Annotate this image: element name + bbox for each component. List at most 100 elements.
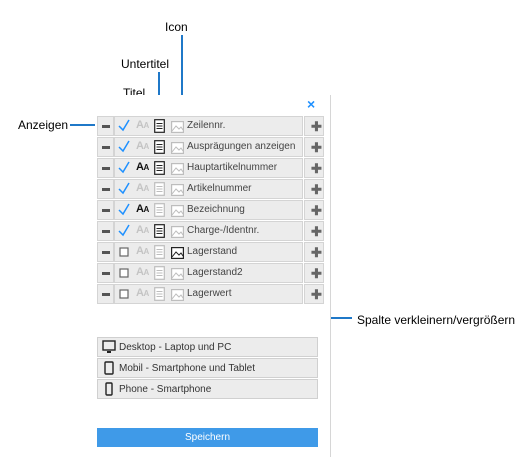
checkbox-icon[interactable] — [118, 244, 130, 258]
plus-icon: ✚ — [311, 203, 322, 218]
column-row: AA Bezeichnung ✚ — [97, 200, 324, 220]
shrink-column-button[interactable] — [97, 263, 114, 283]
column-settings: AA Bezeichnung — [114, 200, 303, 220]
callout-line-untertitel — [158, 72, 160, 117]
callout-line-icon — [181, 35, 183, 117]
check-icon[interactable] — [118, 118, 130, 132]
shrink-column-button[interactable] — [97, 242, 114, 262]
callout-icon: Icon — [165, 20, 188, 34]
checkbox-icon[interactable] — [118, 265, 130, 279]
callout-spalte: Spalte verkleinern/vergrößern — [357, 313, 516, 327]
plus-icon: ✚ — [311, 161, 322, 176]
device-mobile-button[interactable]: Mobil - Smartphone und Tablet — [97, 358, 318, 378]
shrink-column-button[interactable] — [97, 221, 114, 241]
icon-toggle-icon[interactable] — [171, 183, 185, 197]
check-icon[interactable] — [118, 202, 130, 216]
plus-icon: ✚ — [311, 287, 322, 302]
plus-icon: ✚ — [311, 245, 322, 260]
check-icon[interactable] — [118, 160, 130, 174]
expand-column-button[interactable]: ✚ — [304, 284, 324, 304]
column-settings: AA Lagerstand2 — [114, 263, 303, 283]
subtitle-toggle-icon[interactable] — [154, 161, 165, 175]
expand-column-button[interactable]: ✚ — [304, 179, 324, 199]
column-label: Artikelnummer — [187, 183, 252, 194]
column-label: Lagerwert — [187, 288, 232, 299]
callout-untertitel: Untertitel — [121, 57, 170, 71]
subtitle-toggle-icon[interactable] — [154, 203, 165, 217]
title-toggle-icon[interactable]: AA — [136, 182, 149, 194]
expand-column-button[interactable]: ✚ — [304, 158, 324, 178]
shrink-column-button[interactable] — [97, 137, 114, 157]
subtitle-toggle-icon[interactable] — [154, 182, 165, 196]
shrink-column-button[interactable] — [97, 200, 114, 220]
tablet-icon — [104, 361, 114, 375]
column-label: Lagerstand2 — [187, 267, 243, 278]
expand-column-button[interactable]: ✚ — [304, 242, 324, 262]
column-row: AA Charge-/Identnr. ✚ — [97, 221, 324, 241]
plus-icon: ✚ — [311, 140, 322, 155]
shrink-column-button[interactable] — [97, 116, 114, 136]
shrink-column-button[interactable] — [97, 284, 114, 304]
expand-column-button[interactable]: ✚ — [304, 116, 324, 136]
subtitle-toggle-icon[interactable] — [154, 119, 165, 133]
expand-column-button[interactable]: ✚ — [304, 263, 324, 283]
column-row: AA Lagerstand ✚ — [97, 242, 324, 262]
device-mobile-label: Mobil - Smartphone und Tablet — [119, 363, 256, 374]
column-row: AA Artikelnummer ✚ — [97, 179, 324, 199]
title-toggle-icon[interactable]: AA — [136, 245, 149, 257]
column-settings: AA Hauptartikelnummer — [114, 158, 303, 178]
column-row: AA Lagerstand2 ✚ — [97, 263, 324, 283]
check-icon[interactable] — [118, 223, 130, 237]
column-label: Lagerstand — [187, 246, 238, 257]
column-row: AA Hauptartikelnummer ✚ — [97, 158, 324, 178]
title-toggle-icon[interactable]: AA — [136, 224, 149, 236]
subtitle-toggle-icon[interactable] — [154, 266, 165, 280]
checkbox-icon[interactable] — [118, 286, 130, 300]
plus-icon: ✚ — [311, 224, 322, 239]
icon-toggle-icon[interactable] — [171, 267, 185, 281]
column-settings: AA Artikelnummer — [114, 179, 303, 199]
check-icon[interactable] — [118, 181, 130, 195]
subtitle-toggle-icon[interactable] — [154, 224, 165, 238]
callout-anzeigen: Anzeigen — [18, 118, 69, 132]
subtitle-toggle-icon[interactable] — [154, 245, 165, 259]
title-toggle-icon[interactable]: AA — [136, 140, 149, 152]
icon-toggle-icon[interactable] — [171, 288, 185, 302]
icon-toggle-icon[interactable] — [171, 141, 185, 155]
icon-toggle-icon[interactable] — [171, 162, 185, 176]
phone-icon — [105, 382, 113, 396]
column-row: AA Lagerwert ✚ — [97, 284, 324, 304]
expand-column-button[interactable]: ✚ — [304, 221, 324, 241]
title-toggle-icon[interactable]: AA — [136, 287, 149, 299]
check-icon[interactable] — [118, 139, 130, 153]
icon-toggle-icon[interactable] — [171, 120, 185, 134]
icon-toggle-icon[interactable] — [171, 246, 185, 260]
column-label: Charge-/Identnr. — [187, 225, 260, 236]
save-button[interactable]: Speichern — [97, 428, 318, 447]
expand-column-button[interactable]: ✚ — [304, 137, 324, 157]
column-settings: AA Charge-/Identnr. — [114, 221, 303, 241]
subtitle-toggle-icon[interactable] — [154, 140, 165, 154]
column-label: Hauptartikelnummer — [187, 162, 278, 173]
subtitle-toggle-icon[interactable] — [154, 287, 165, 301]
expand-column-button[interactable]: ✚ — [304, 200, 324, 220]
shrink-column-button[interactable] — [97, 179, 114, 199]
icon-toggle-icon[interactable] — [171, 204, 185, 218]
icon-toggle-icon[interactable] — [171, 225, 185, 239]
device-desktop-button[interactable]: Desktop - Laptop und PC — [97, 337, 318, 357]
plus-icon: ✚ — [311, 266, 322, 281]
column-settings: AA Lagerstand — [114, 242, 303, 262]
title-toggle-icon[interactable]: AA — [136, 203, 149, 215]
title-toggle-icon[interactable]: AA — [136, 161, 149, 173]
column-label: Bezeichnung — [187, 204, 245, 215]
monitor-icon — [102, 340, 116, 353]
device-phone-button[interactable]: Phone - Smartphone — [97, 379, 318, 399]
plus-icon: ✚ — [311, 119, 322, 134]
close-icon[interactable]: × — [307, 96, 316, 112]
title-toggle-icon[interactable]: AA — [136, 266, 149, 278]
title-toggle-icon[interactable]: AA — [136, 119, 149, 131]
shrink-column-button[interactable] — [97, 158, 114, 178]
callout-line-anzeigen — [70, 124, 106, 126]
